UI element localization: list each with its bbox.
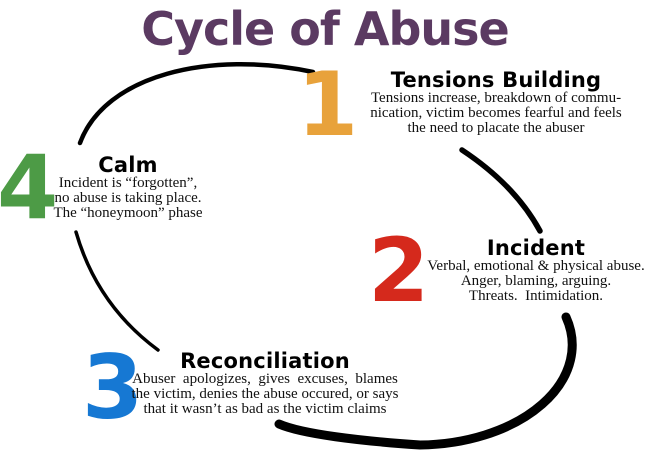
stage-heading-incident: Incident: [486, 236, 586, 260]
stage-text-reconciliation: Reconciliation Abuser apologizes, gives …: [115, 350, 415, 418]
stage-line: Threats. Intimidation.: [468, 288, 604, 305]
stage-number-3: 3: [82, 336, 144, 439]
arc-tensions-to-incident: [459, 147, 543, 234]
stage-line: that it wasn’t as bad as the victim clai…: [143, 401, 387, 418]
stage-text-tensions-building: Tensions Building Tensions increase, bre…: [345, 69, 647, 137]
stage-line: The “honeymoon” phase: [53, 205, 203, 222]
stage-number-2: 2: [368, 219, 430, 322]
stage-line: Verbal, emotional & physical abuse.: [427, 258, 645, 274]
arc-calm-to-tensions: [77, 61, 316, 146]
stage-line: Tensions increase, breakdown of commu-: [370, 90, 622, 106]
stage-heading-reconciliation: Reconciliation: [180, 349, 350, 373]
stage-line: Incident is “forgotten”,: [58, 175, 198, 191]
page-title: Cycle of Abuse: [141, 2, 509, 56]
stage-number-4: 4: [0, 136, 59, 239]
stage-heading-calm: Calm: [98, 153, 158, 177]
stage-line: no abuse is taking place.: [54, 190, 202, 207]
stage-heading-tensions-building: Tensions Building: [390, 68, 602, 92]
arc-reconciliation-to-calm: [74, 230, 160, 352]
stage-number-1: 1: [297, 53, 359, 156]
stage-line: the victim, denies the abuse occured, or…: [131, 386, 399, 403]
stage-text-calm: Calm Incident is “forgotten”, no abuse i…: [40, 154, 216, 222]
stage-line: nication, victim becomes fearful and fee…: [370, 105, 622, 122]
stage-line: Abuser apologizes, gives excuses, blames: [132, 371, 398, 387]
stage-line: the need to placate the abuser: [407, 120, 585, 137]
stage-text-incident: Incident Verbal, emotional & physical ab…: [420, 237, 650, 305]
stage-line: Anger, blaming, arguing.: [460, 273, 612, 290]
